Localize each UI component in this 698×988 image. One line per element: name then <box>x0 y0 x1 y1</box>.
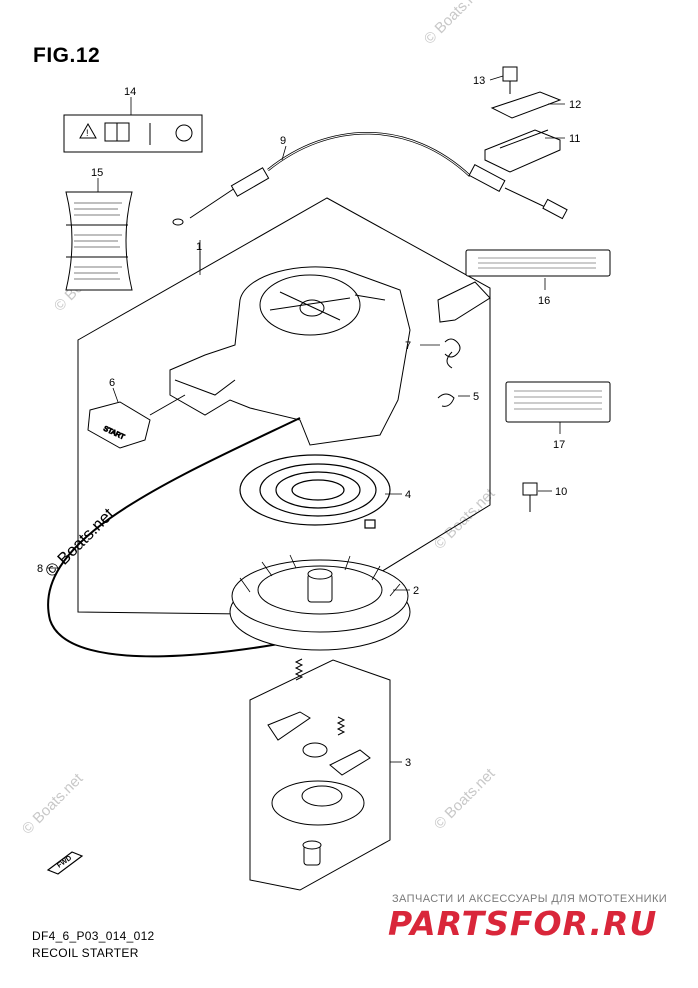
watermark: © Boats.net <box>431 765 499 833</box>
shop-logo: PARTSFOR.RU <box>388 904 658 943</box>
label-16 <box>465 249 611 277</box>
fwd-arrow-icon: FWD <box>46 851 84 875</box>
callout-6: 6 <box>109 377 115 389</box>
diagram-code: DF4_6_P03_014_012 <box>32 929 155 943</box>
rope-handle-6: START <box>87 394 186 449</box>
callout-10: 10 <box>555 486 567 498</box>
callout-13: 13 <box>473 75 485 87</box>
callout-16: 16 <box>538 295 550 307</box>
reel-2 <box>229 554 411 651</box>
watermark: © Boats.net <box>431 485 499 553</box>
callout-4: 4 <box>405 489 411 501</box>
label-14: ! <box>63 114 203 153</box>
shop-tagline: ЗАПЧАСТИ И АКСЕССУАРЫ ДЛЯ МОТОТЕХНИКИ <box>392 893 668 905</box>
diagram-caption: RECOIL STARTER <box>32 946 139 960</box>
callout-9: 9 <box>280 135 286 147</box>
assembly-frame-3 <box>249 659 391 891</box>
callout-numbers: 1 2 3 4 5 6 7 8 9 10 11 12 13 14 15 16 1… <box>37 75 581 769</box>
callout-leaders <box>47 75 565 763</box>
stop-lever-7 <box>437 281 491 407</box>
label-15 <box>65 191 133 291</box>
callout-17: 17 <box>553 439 565 451</box>
callout-2: 2 <box>413 585 419 597</box>
figure-title: FIG.12 <box>33 44 101 67</box>
callout-12: 12 <box>569 99 581 111</box>
callout-11: 11 <box>569 133 580 145</box>
label-17 <box>505 381 611 423</box>
cable-9 <box>172 132 568 226</box>
assembly-frame-1 <box>77 197 491 616</box>
callout-14: 14 <box>124 86 136 98</box>
recoil-spring-4 <box>239 454 391 529</box>
svg-text:!: ! <box>86 128 89 138</box>
callout-1: 1 <box>196 241 202 253</box>
bracket-11-12-13 <box>484 66 562 173</box>
callout-8: 8 <box>37 563 43 575</box>
ratchet-kit-3 <box>267 658 371 866</box>
callout-3: 3 <box>405 757 411 769</box>
watermark: © Boats.net <box>19 770 87 838</box>
starter-housing-1 <box>169 266 411 446</box>
callout-7: 7 <box>405 340 411 352</box>
callout-5: 5 <box>473 391 479 403</box>
starter-rope-8 <box>47 417 301 658</box>
bolt-10 <box>522 482 538 512</box>
watermark: © Boats.net <box>421 0 489 48</box>
callout-15: 15 <box>91 167 103 179</box>
